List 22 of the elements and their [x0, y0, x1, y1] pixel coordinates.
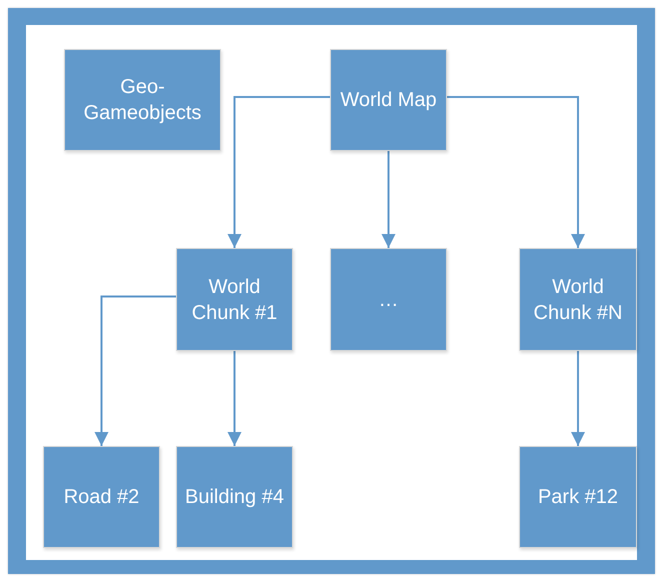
arrow — [382, 151, 396, 248]
node-label: Road #2 — [64, 485, 140, 510]
node-label: World Map — [340, 88, 437, 113]
arrow — [94, 296, 176, 446]
process-box — [176, 248, 293, 351]
node-label: … — [378, 288, 398, 312]
arrow — [228, 96, 330, 248]
process-box — [519, 446, 637, 548]
arrow — [447, 96, 585, 248]
process-box — [330, 49, 447, 151]
arrow — [228, 351, 242, 446]
process-box — [330, 248, 447, 351]
node-label: World Chunk #1 — [190, 274, 278, 326]
node-label: Geo- Gameobjects — [82, 75, 202, 126]
arrow — [571, 351, 585, 446]
node-label: World Chunk #N — [532, 274, 624, 326]
node-label: Park #12 — [538, 485, 618, 510]
process-box — [176, 446, 293, 548]
node-label: Building #4 — [185, 485, 284, 510]
process-box — [64, 49, 221, 151]
process-box — [43, 446, 160, 548]
process-box — [519, 248, 637, 351]
